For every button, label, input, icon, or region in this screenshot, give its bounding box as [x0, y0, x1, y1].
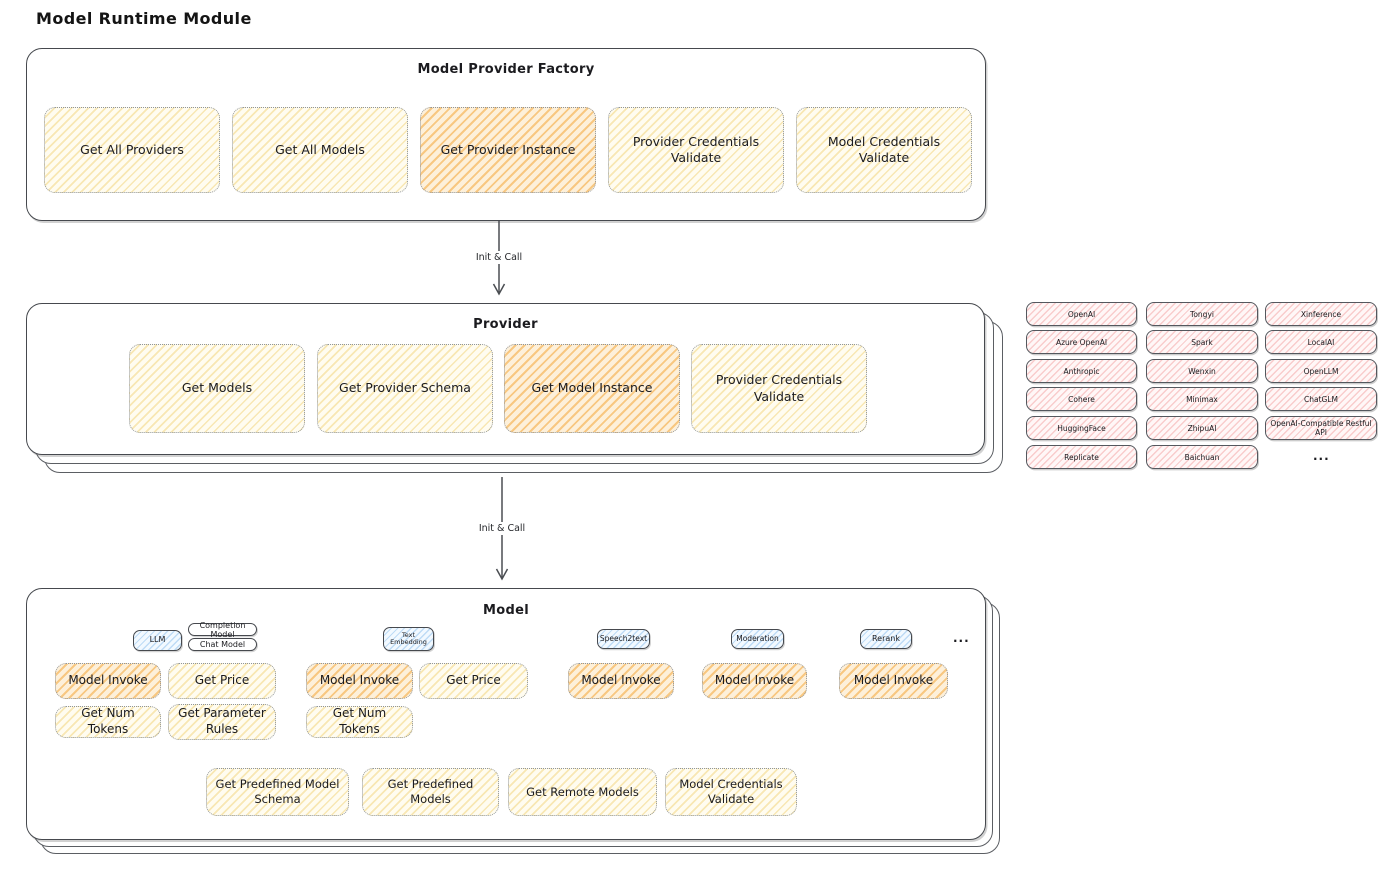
- factory-panel-title: Model Provider Factory: [417, 62, 595, 77]
- model-box-embedding-get-price: Get Price: [419, 663, 528, 699]
- provider-cell-wenxin: Wenxin: [1146, 359, 1258, 383]
- factory-box-model-credentials-validate: Model Credentials Validate: [796, 107, 972, 193]
- tag-rerank: Rerank: [860, 629, 912, 649]
- provider-cell-minimax: Minimax: [1146, 387, 1258, 411]
- model-box-get-predefined-models: Get Predefined Models: [362, 768, 499, 816]
- provider-cell-baichuan: Baichuan: [1146, 445, 1258, 469]
- provider-box-get-models: Get Models: [129, 344, 305, 433]
- provider-cell-xinference: Xinference: [1265, 302, 1377, 326]
- model-box-get-predefined-model-schema: Get Predefined Model Schema: [206, 768, 349, 816]
- model-box-embedding-get-num-tokens: Get Num Tokens: [306, 706, 413, 738]
- provider-cell-openai: OpenAI: [1026, 302, 1137, 326]
- model-box-moderation-model-invoke: Model Invoke: [702, 663, 807, 699]
- provider-cell-replicate: Replicate: [1026, 445, 1137, 469]
- provider-grid-ellipsis: ...: [1313, 449, 1330, 463]
- model-panel: Model LLM Completion Model Chat Model Te…: [26, 588, 986, 840]
- provider-box-get-provider-schema: Get Provider Schema: [317, 344, 493, 433]
- model-box-llm-get-parameter-rules: Get Parameter Rules: [168, 704, 276, 740]
- factory-box-get-all-providers: Get All Providers: [44, 107, 220, 193]
- provider-cell-tongyi: Tongyi: [1146, 302, 1258, 326]
- factory-panel: Model Provider Factory Get All Providers…: [26, 48, 986, 221]
- provider-cell-openllm: OpenLLM: [1265, 359, 1377, 383]
- provider-cell-openai-compatible: OpenAI-Compatible Restful API: [1265, 416, 1377, 440]
- model-box-llm-get-num-tokens: Get Num Tokens: [55, 706, 161, 738]
- model-box-llm-get-price: Get Price: [168, 663, 276, 699]
- model-box-model-credentials-validate: Model Credentials Validate: [665, 768, 797, 816]
- factory-box-get-all-models: Get All Models: [232, 107, 408, 193]
- model-box-get-remote-models: Get Remote Models: [508, 768, 657, 816]
- arrow-label-init-call-1: Init & Call: [470, 251, 528, 264]
- factory-box-get-provider-instance: Get Provider Instance: [420, 107, 596, 193]
- provider-cell-localai: LocalAI: [1265, 330, 1377, 354]
- model-tags-ellipsis: ...: [953, 631, 970, 645]
- arrow-label-init-call-2: Init & Call: [473, 522, 531, 535]
- provider-panel-title: Provider: [473, 317, 538, 332]
- tag-completion-model: Completion Model: [188, 621, 257, 639]
- tag-chat-model: Chat Model: [188, 638, 257, 651]
- model-box-llm-model-invoke: Model Invoke: [55, 663, 161, 699]
- factory-box-provider-credentials-validate: Provider Credentials Validate: [608, 107, 784, 193]
- provider-cell-cohere: Cohere: [1026, 387, 1137, 411]
- model-box-embedding-model-invoke: Model Invoke: [306, 663, 413, 699]
- tag-text-embedding: Text Embedding: [383, 627, 434, 651]
- model-box-rerank-model-invoke: Model Invoke: [839, 663, 948, 699]
- tag-speech2text: Speech2text: [597, 629, 650, 649]
- provider-box-provider-credentials-validate: Provider Credentials Validate: [691, 344, 867, 433]
- provider-cell-huggingface: HuggingFace: [1026, 416, 1137, 440]
- provider-cell-spark: Spark: [1146, 330, 1258, 354]
- provider-cell-azure-openai: Azure OpenAI: [1026, 330, 1137, 354]
- provider-cell-anthropic: Anthropic: [1026, 359, 1137, 383]
- provider-cell-zhipuai: ZhipuAI: [1146, 416, 1258, 440]
- tag-llm: LLM: [133, 630, 182, 651]
- model-box-speech2text-model-invoke: Model Invoke: [568, 663, 674, 699]
- provider-panel: Provider Get Models Get Provider Schema …: [26, 303, 985, 455]
- tag-moderation: Moderation: [731, 629, 784, 649]
- page-title: Model Runtime Module: [36, 9, 252, 28]
- provider-box-get-model-instance: Get Model Instance: [504, 344, 680, 433]
- model-panel-title: Model: [483, 603, 529, 618]
- provider-cell-chatglm: ChatGLM: [1265, 387, 1377, 411]
